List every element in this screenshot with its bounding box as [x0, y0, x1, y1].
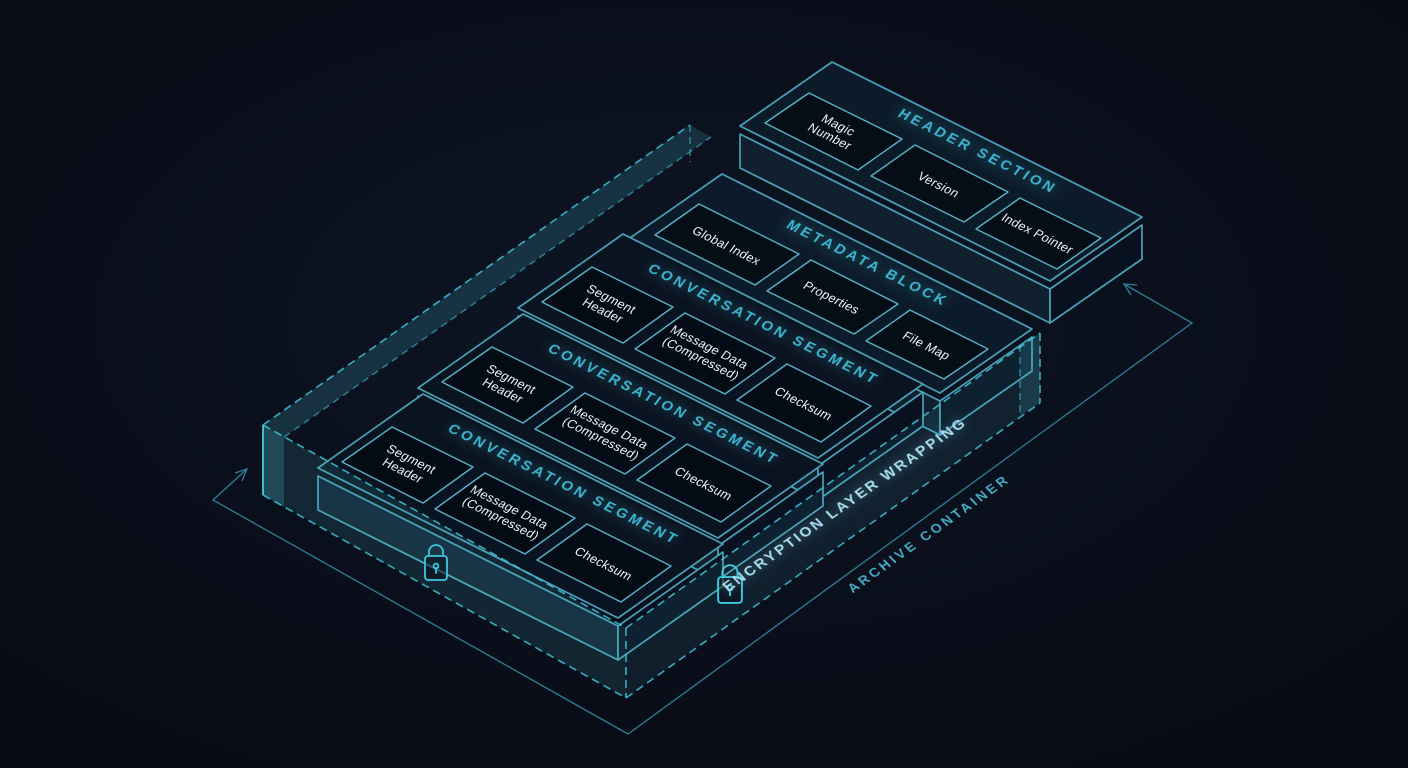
version-box: Version [870, 144, 1009, 223]
padlock-icon [717, 564, 743, 604]
metadata-slab-right-face [939, 336, 1033, 436]
tray-left-corner-wedge [263, 425, 284, 507]
properties-box: Properties [766, 259, 899, 335]
header-slab-right-face [1049, 224, 1143, 324]
segment2-checksum-box: Checksum [636, 443, 772, 523]
bracket-arrowhead-icon [234, 467, 249, 482]
file-map-box: File Map [865, 309, 989, 380]
tray-right-rim [625, 332, 1041, 629]
segment2-header-box: SegmentHeader [441, 346, 574, 424]
tray-right-bottom-edge [625, 402, 1041, 699]
bracket-arrowhead-icon [1122, 283, 1138, 296]
tray-rim-band [263, 125, 711, 437]
tray-front-bottom-edge [262, 494, 627, 699]
conversation-segment-slab-3: CONVERSATION SEGMENT SegmentHeader Messa… [317, 393, 724, 661]
tray-right-corner-wedge [1020, 333, 1040, 415]
magic-number-box: MagicNumber [764, 92, 903, 171]
tray-front-rim [262, 424, 627, 629]
segment3-right-face [617, 551, 724, 661]
archive-bracket-left [211, 468, 629, 735]
tray-right-wall [626, 333, 1040, 698]
tray-back-left-inner-rim [283, 136, 712, 438]
tray-back-left-rim [262, 124, 691, 426]
segment1-header-box: SegmentHeader [541, 266, 674, 344]
segment3-checksum-box: Checksum [536, 523, 672, 603]
segment1-checksum-box: Checksum [736, 363, 872, 443]
archive-bracket-right [627, 283, 1194, 735]
segment3-header-box: SegmentHeader [341, 426, 474, 504]
tray-front-wall [263, 425, 626, 698]
padlock-icon [424, 544, 448, 581]
encryption-layer-back-rim [263, 125, 711, 507]
